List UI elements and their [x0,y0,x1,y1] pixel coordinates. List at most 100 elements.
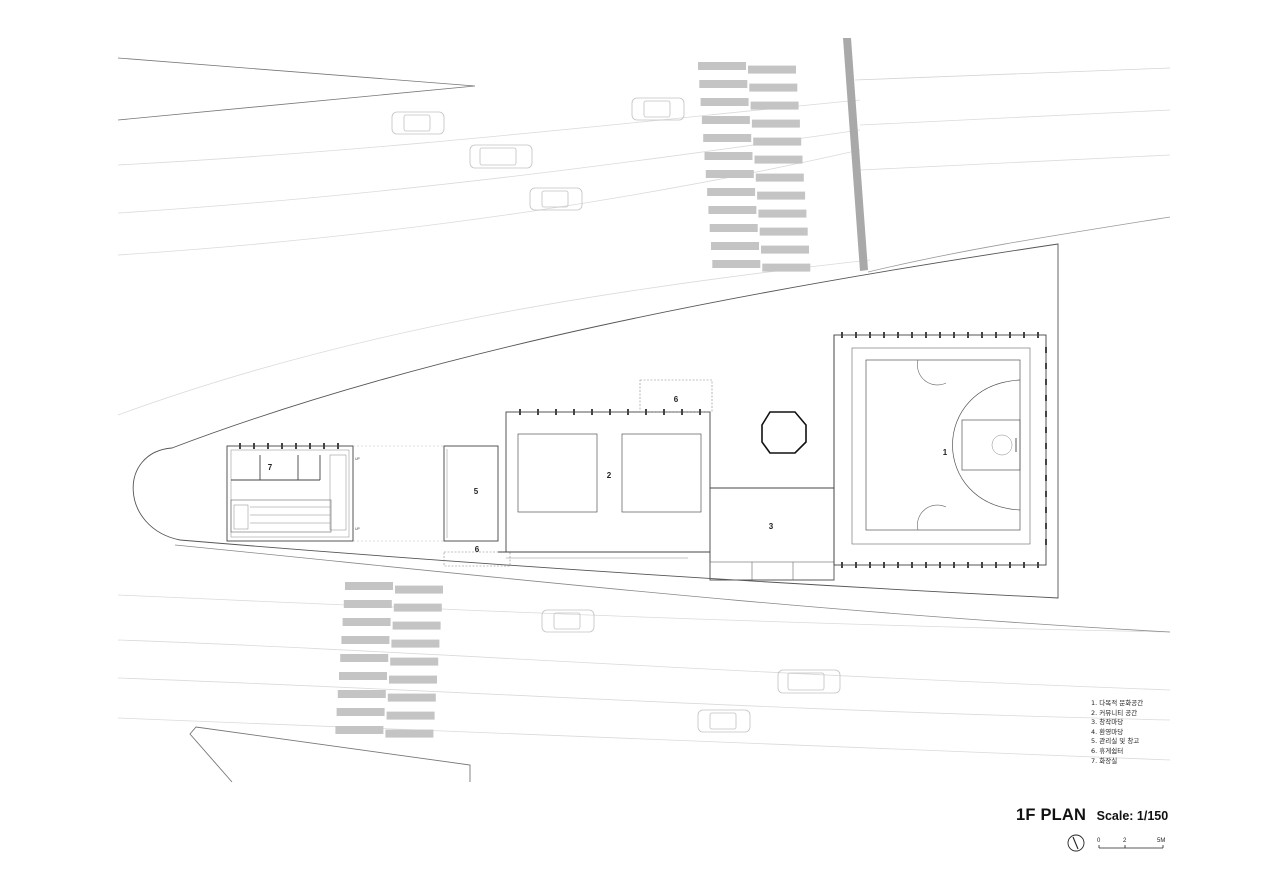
structural-post [1045,459,1047,465]
structural-post [645,409,647,415]
legend-item: 6. 휴게쉼터 [1091,746,1124,755]
structural-post [939,562,941,568]
crosswalk-bottom [335,582,443,738]
room-labels: 1 2 3 5 6 6 7 UP UP [268,395,948,554]
crosswalk-stripe [707,188,756,196]
structural-post [555,409,557,415]
crosswalk-stripe [391,639,440,648]
structural-post [967,562,969,568]
structural-post [1045,475,1047,481]
structural-post [911,562,913,568]
room-legend: 1. 다목적 문화공간 2. 커뮤니티 공간 3. 창작마당 4. 환영마당 5… [1091,699,1211,766]
structural-post [239,443,241,449]
structural-post [1023,562,1025,568]
room-label: 2 [607,471,612,480]
crosswalk-stripe [753,137,802,146]
structural-post [897,332,899,338]
crosswalk-stripe [343,600,392,608]
car-icon [541,609,595,633]
octagon-kiosk [761,411,807,454]
crosswalk-stripe [698,62,746,70]
crosswalk-stripe [761,245,809,254]
cars [391,97,841,733]
road-lines-bottom [117,544,1171,761]
legend-item: 3. 창작마당 [1091,718,1124,727]
crosswalk-stripe [705,170,754,178]
crosswalk-stripe [709,224,758,232]
scale-tick-label: 5M [1157,838,1165,844]
structural-post [253,443,255,449]
room-label: 7 [268,463,273,472]
crosswalk-stripe [337,690,386,698]
structural-post [573,409,575,415]
crosswalk-stripe [759,227,808,236]
crosswalk-stripe [703,134,752,142]
structural-post [609,409,611,415]
site-boundary [132,243,1059,599]
structural-posts [239,332,1047,568]
legend-item: 7. 화장실 [1091,756,1118,765]
structural-post [1009,332,1011,338]
structural-post [663,409,665,415]
structural-post [537,409,539,415]
structural-post [967,332,969,338]
scale-tick-label: 0 [1097,838,1101,844]
crosswalk-stripe [700,98,749,106]
structural-post [295,443,297,449]
structural-post [1045,523,1047,529]
structural-post [267,443,269,449]
structural-post [1045,347,1047,353]
structural-post [883,332,885,338]
car-icon [777,669,841,694]
structural-post [1045,363,1047,369]
crosswalk-stripe [757,191,806,200]
structural-post [995,332,997,338]
restroom-block [226,445,354,542]
structural-post [681,409,683,415]
structural-post [1037,332,1039,338]
boundary-wall [843,38,868,271]
structural-post [841,562,843,568]
crosswalk-top [698,62,811,272]
crosswalk-stripe [341,636,390,644]
crosswalk-stripe [339,672,387,680]
crosswalk-stripe [393,603,442,612]
car-icon [391,111,445,135]
crosswalk-stripe [340,654,389,662]
up-label: UP [355,457,361,461]
crosswalk-stripe [345,582,393,590]
structural-post [309,443,311,449]
structural-post [1037,562,1039,568]
crosswalk-stripe [751,119,800,128]
structural-post [519,409,521,415]
crosswalk-stripe [754,155,803,164]
crosswalk-stripe [711,242,759,250]
crosswalk-stripe [699,80,748,88]
management-block [443,445,511,567]
crosswalk-stripe [336,708,385,716]
community-space [498,379,713,559]
structural-post [1045,395,1047,401]
structural-post [981,332,983,338]
room-label: 6 [674,395,679,404]
legend-item: 4. 환영마당 [1091,727,1124,736]
car-icon [469,144,533,169]
crosswalk-stripe [755,173,804,182]
structural-post [337,443,339,449]
structural-post [1045,427,1047,433]
room-label: 5 [474,487,479,496]
creative-yard [709,335,835,581]
structural-post [1045,491,1047,497]
structural-post [1045,443,1047,449]
structural-post [897,562,899,568]
car-icon [529,187,583,211]
room-label: 3 [769,522,774,531]
structural-post [323,443,325,449]
legend-item: 1. 다목적 문화공간 [1091,699,1144,707]
plan-title: 1F PLAN [1016,806,1087,824]
crosswalk-stripe [386,711,435,720]
plan-scale: Scale: 1/150 [1096,809,1169,823]
crosswalk-stripe [335,726,384,734]
structural-post [925,562,927,568]
